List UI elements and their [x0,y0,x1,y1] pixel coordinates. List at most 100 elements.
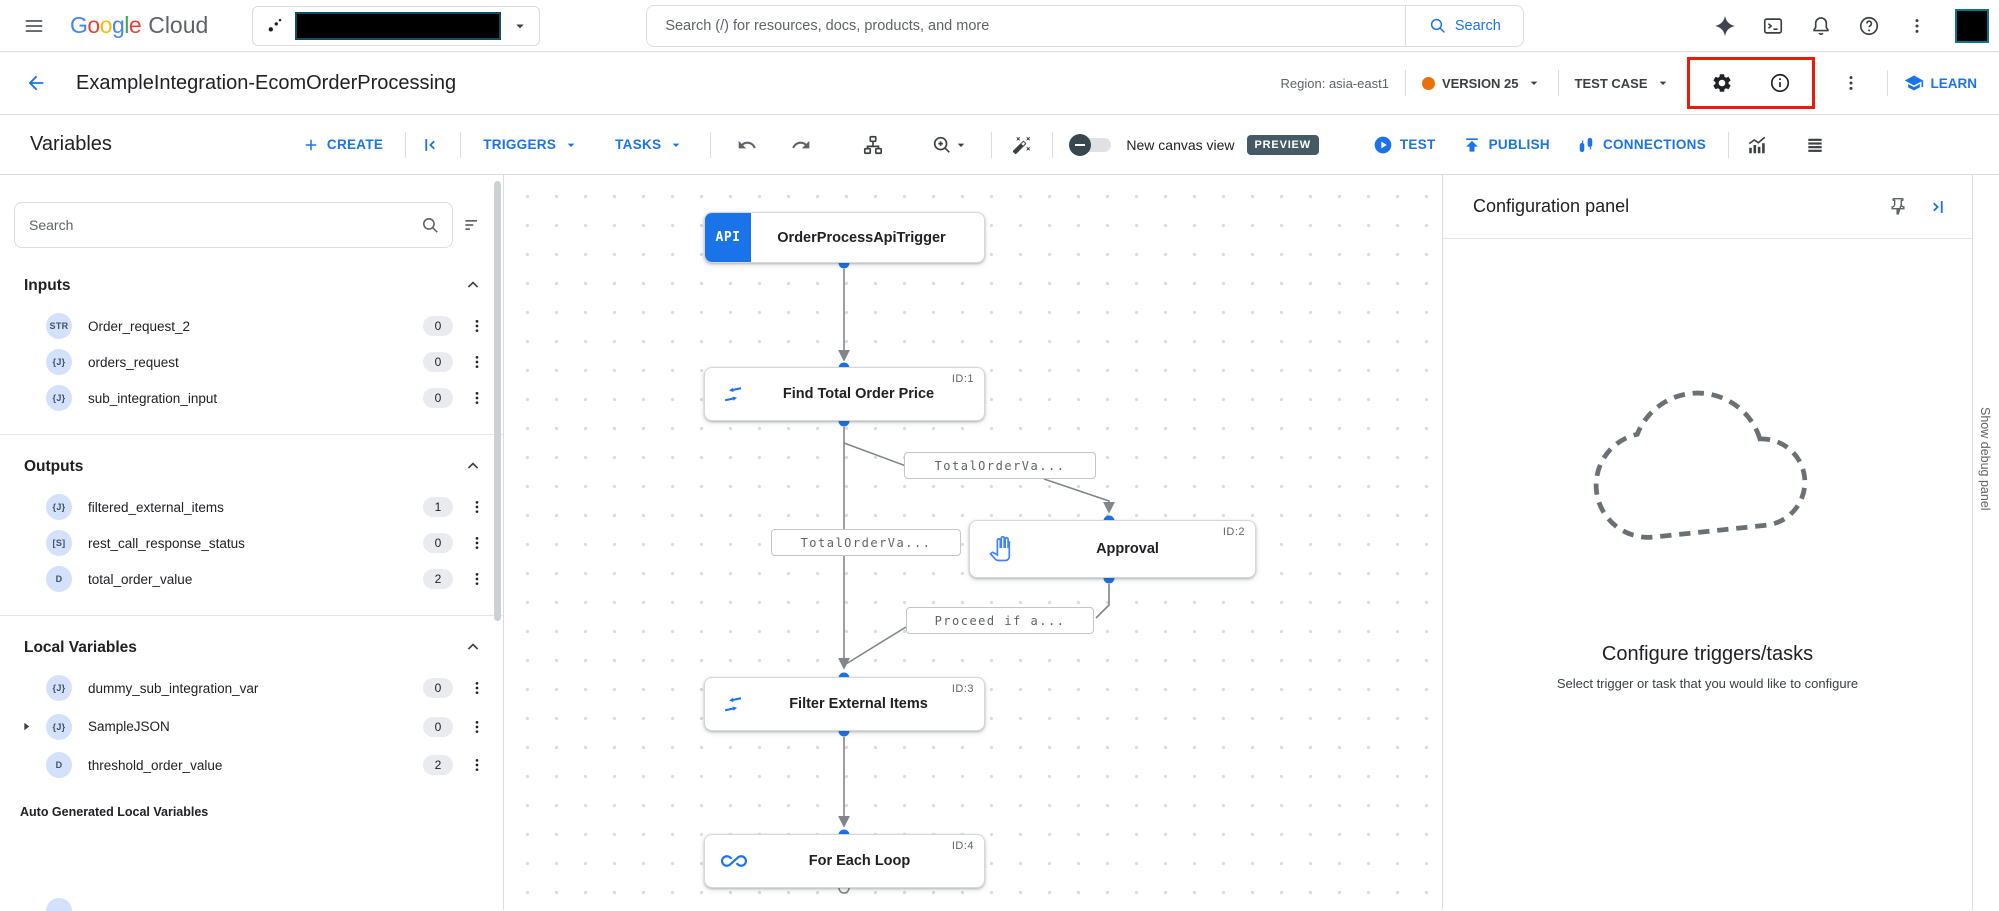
version-label: VERSION 25 [1441,75,1519,91]
version-selector[interactable]: VERSION 25 [1421,75,1542,91]
global-search-bar: Search [646,4,1525,47]
collapse-section-button[interactable] [463,637,483,660]
variable-row[interactable]: STR Order_request_2 0 [0,308,503,344]
collapse-config-panel-button[interactable] [1918,187,1958,227]
global-search-input[interactable] [647,17,1406,34]
zoom-control-button[interactable] [921,125,979,165]
content-area: Inputs STR Order_request_2 0 {J} orders_… [0,175,1999,911]
variable-menu-button[interactable] [465,753,489,777]
project-selector[interactable] [252,5,541,46]
global-search-button[interactable]: Search [1405,5,1523,46]
configuration-panel: Configuration panel Configure triggers/t… [1442,175,1972,910]
help-button[interactable] [1849,6,1889,46]
integration-canvas[interactable]: TotalOrderVa... TotalOrderVa... Proceed … [504,175,1442,910]
variable-menu-button[interactable] [465,567,489,591]
project-name-redacted [295,11,502,40]
test-case-selector[interactable]: TEST CASE [1575,75,1671,91]
info-button[interactable] [1760,63,1800,103]
more-vert-icon [1849,76,1852,90]
show-debug-panel-button[interactable]: Show debug panel [1978,407,1992,511]
node-label: For Each Loop [808,853,911,869]
create-variable-button[interactable]: CREATE [302,136,383,154]
variable-row[interactable]: D total_order_value 2 [0,561,503,597]
variables-search-input[interactable] [29,217,421,233]
variables-sort-button[interactable] [453,206,491,244]
triggers-menu-button[interactable]: TRIGGERS [483,137,579,153]
variable-name: rest_call_response_status [88,535,245,551]
variable-type-badge [46,898,72,911]
metrics-chart-icon [1748,136,1766,153]
gemini-button[interactable] [1705,6,1745,46]
tasks-menu-button[interactable]: TASKS [615,137,684,153]
auto-generated-variables-header: Auto Generated Local Variables [20,805,209,819]
collapse-section-button[interactable] [463,275,483,298]
more-vert-icon [1915,18,1919,33]
collapse-section-button[interactable] [463,456,483,479]
edge-labelC-to-filter [845,626,907,665]
magic-wand-button[interactable] [1002,125,1042,165]
variable-type-badge: {J} [46,385,72,411]
menu-button[interactable] [14,6,54,46]
canvas-view-toggle[interactable] [1069,133,1113,157]
variable-menu-button[interactable] [465,314,489,338]
zoom-in-icon [934,136,951,153]
variable-menu-button[interactable] [465,676,489,700]
more-options-button[interactable] [1897,6,1937,46]
node-order-process-api-trigger[interactable]: API OrderProcessApiTrigger [704,212,985,263]
test-button[interactable]: TEST [1373,135,1436,155]
connections-button[interactable]: CONNECTIONS [1576,135,1706,155]
node-approval[interactable]: ID:2 Approval [969,520,1256,578]
loop-infinity-icon [721,848,747,874]
notifications-button[interactable] [1801,6,1841,46]
google-cloud-logo: Google Cloud [70,12,208,39]
variable-menu-button[interactable] [465,495,489,519]
collapse-variables-panel-button[interactable] [410,125,450,165]
execution-logs-button[interactable] [1795,125,1835,165]
project-icon [268,18,282,31]
node-filter-external-items[interactable]: ID:3 Filter External Items [704,677,985,731]
node-find-total-order-price[interactable]: ID:1 Find Total Order Price [704,367,985,421]
settings-button[interactable] [1702,63,1742,103]
connections-label: CONNECTIONS [1602,137,1707,152]
variable-row[interactable]: {J} orders_request 0 [0,344,503,380]
data-mapping-icon [721,382,745,406]
debug-strip: Show debug panel [1972,175,1999,910]
edge-condition-label[interactable]: TotalOrderVa... [771,529,961,556]
metrics-button[interactable] [1737,125,1777,165]
redo-button[interactable] [781,125,821,165]
header-more-button[interactable] [1831,63,1871,103]
learn-button[interactable]: LEARN [1904,73,1977,93]
redo-icon [792,140,810,148]
node-label: Filter External Items [789,696,928,712]
variable-usage-count: 0 [423,388,453,408]
variable-menu-button[interactable] [465,715,489,739]
search-icon [1430,18,1445,33]
variables-sidebar: Inputs STR Order_request_2 0 {J} orders_… [0,175,504,911]
sidebar-scrollbar[interactable] [494,181,501,621]
variable-row[interactable]: D threshold_order_value 2 [0,747,503,783]
variable-row[interactable]: {J} sub_integration_input 0 [0,380,503,416]
variable-menu-button[interactable] [465,386,489,410]
edge-condition-label[interactable]: Proceed if a... [906,607,1094,634]
chevron-up-icon [467,461,479,469]
undo-button[interactable] [727,125,767,165]
variable-menu-button[interactable] [465,531,489,555]
variable-menu-button[interactable] [465,350,489,374]
section-divider [0,615,503,616]
back-button[interactable] [16,63,56,103]
terminal-icon [1763,17,1783,34]
expand-variable-button[interactable] [16,720,36,733]
pin-panel-button[interactable] [1878,187,1918,227]
variable-row[interactable]: {J} dummy_sub_integration_var 0 [0,670,503,706]
edge-condition-label[interactable]: TotalOrderVa... [904,452,1096,479]
variable-row[interactable]: {J} SampleJSON 0 [0,706,503,747]
cloud-shell-button[interactable] [1753,6,1793,46]
publish-button[interactable]: PUBLISH [1462,135,1550,155]
auto-layout-button[interactable] [853,125,893,165]
variable-row[interactable]: [S] rest_call_response_status 0 [0,525,503,561]
node-for-each-loop[interactable]: ID:4 For Each Loop [704,834,985,888]
variable-row[interactable]: {J} filtered_external_items 1 [0,489,503,525]
account-avatar[interactable] [1955,8,1989,43]
logo-letter: g [111,12,125,38]
